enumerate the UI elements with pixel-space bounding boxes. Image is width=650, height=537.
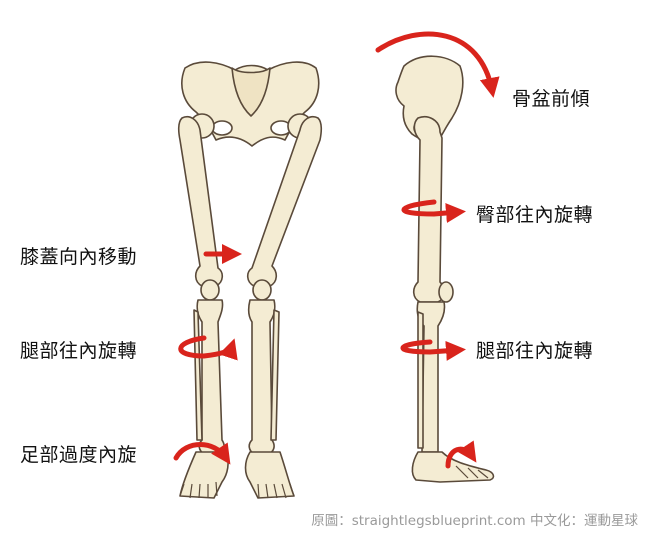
hip-rotation-arrow	[401, 199, 466, 223]
front-patella-left	[200, 279, 220, 301]
front-patella-right	[252, 279, 272, 301]
label-hip-internal-rotation: 臀部往內旋轉	[476, 204, 594, 226]
side-femur	[412, 116, 446, 303]
front-skeleton	[177, 61, 323, 499]
foot-side-arrow	[445, 440, 477, 469]
leg-rotation-side-arrow	[400, 339, 466, 361]
front-toes-right	[257, 483, 295, 499]
front-sacrum	[231, 67, 271, 117]
front-obturator-left	[211, 120, 233, 136]
front-foot-right	[244, 451, 295, 499]
side-patella	[438, 281, 454, 303]
front-femur-left	[177, 115, 224, 287]
front-fibula-right	[270, 309, 280, 441]
label-foot-pronation: 足部過度內旋	[20, 444, 138, 466]
label-leg-internal-rotation-front: 腿部往內旋轉	[20, 340, 138, 362]
side-skeleton	[395, 55, 495, 483]
front-fibula-left	[193, 309, 203, 441]
image-credit: 原圖：straightlegsblueprint.com 中文化：運動星球	[311, 513, 638, 529]
arrows	[173, 31, 500, 469]
front-foot-left	[179, 451, 229, 499]
label-knee-inward: 膝蓋向內移動	[20, 246, 138, 268]
side-fibula	[417, 311, 424, 449]
side-toes	[455, 465, 489, 479]
foot-pronation-front-arrow	[173, 442, 231, 465]
leg-rotation-front-arrow	[178, 335, 238, 361]
label-leg-internal-rotation-side: 腿部往內旋轉	[476, 340, 594, 362]
pelvis-tilt-arrow	[375, 31, 500, 98]
side-foot	[411, 451, 495, 483]
label-pelvis-tilt: 骨盆前傾	[512, 88, 591, 110]
front-toes-left	[179, 481, 218, 499]
